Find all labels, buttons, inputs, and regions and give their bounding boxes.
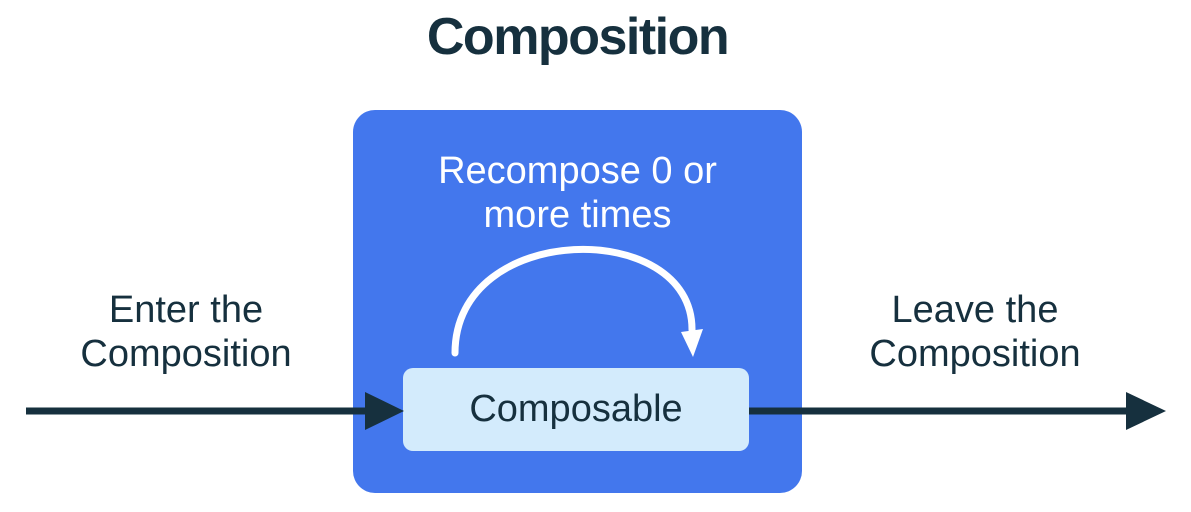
leave-composition-label: Leave the Composition	[869, 289, 1081, 376]
composable-box: Composable	[403, 368, 749, 451]
diagram-title: Composition	[426, 8, 730, 66]
composable-label: Composable	[469, 388, 683, 430]
enter-arrow-icon	[26, 392, 404, 430]
recompose-label: Recompose 0 or more times	[353, 149, 802, 238]
enter-composition-label: Enter the Composition	[80, 289, 292, 376]
leave-arrow-icon	[749, 392, 1166, 430]
recompose-label-text: Recompose 0 or more times	[438, 150, 717, 237]
